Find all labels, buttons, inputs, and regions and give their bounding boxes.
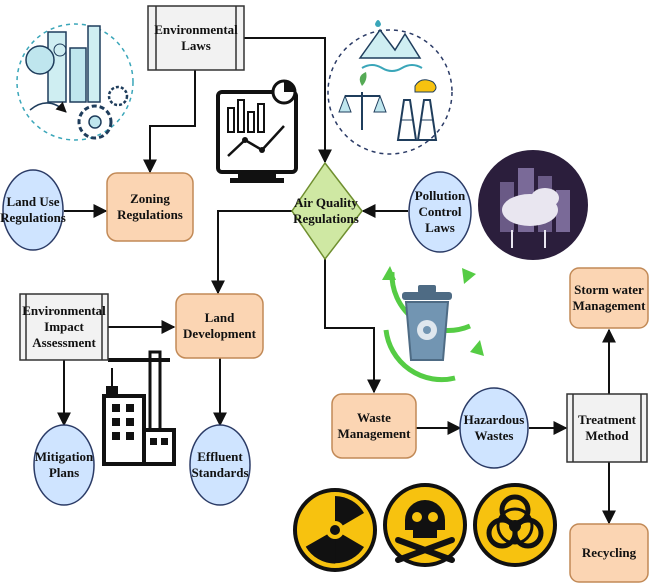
hazardous-wastes-label: Hazardous Wastes — [463, 412, 525, 443]
waste-management-label: Waste Management — [337, 410, 411, 441]
analytics-monitor-icon — [216, 79, 298, 183]
zoning-regulations-shape — [106, 172, 194, 242]
effluent-standards-label: Effluent Standards — [191, 449, 249, 480]
effluent-standards-shape — [189, 424, 251, 506]
air-quality-regulations-label: Air Quality Regulations — [293, 195, 359, 226]
storm-water-management-shape — [569, 267, 649, 329]
environmental-impact-assessment-label: Environmental Impact Assessment — [22, 303, 106, 350]
recycling-shape — [569, 523, 649, 583]
mitigation-plans-shape — [33, 424, 95, 506]
construction-crane-icon — [102, 350, 176, 466]
skull-crossbones-icon — [383, 483, 467, 567]
pollution-control-laws-shape — [408, 171, 472, 253]
pollution-control-laws-label: Pollution Control Laws — [414, 188, 466, 235]
recycling-label: Recycling — [581, 545, 637, 560]
storm-water-management-label: Storm water Management — [572, 282, 646, 313]
land-use-regulations-shape — [2, 169, 64, 251]
city-pollution-icon — [478, 150, 588, 260]
land-development-label: Land Development — [183, 310, 256, 341]
treatment-method-shape — [566, 393, 648, 463]
climate-balance-icon — [327, 20, 453, 155]
connectors — [57, 37, 616, 525]
eco-city-icon — [16, 23, 134, 141]
environmental-laws-shape — [147, 5, 245, 71]
land-development-shape — [175, 293, 264, 359]
biohazard-icon — [473, 483, 557, 567]
land-use-regulations-label: Land Use Regulations — [0, 194, 66, 225]
waste-management-shape — [331, 393, 417, 459]
mitigation-plans-label: Mitigation Plans — [34, 449, 94, 480]
radiation-icon — [293, 488, 377, 572]
environmental-impact-assessment-shape — [19, 293, 109, 361]
hazardous-wastes-shape — [459, 387, 529, 469]
treatment-method-label: Treatment Method — [578, 412, 636, 443]
recycle-bin-icon — [382, 266, 484, 383]
environmental-laws-label: Environmental Laws — [154, 22, 238, 53]
zoning-regulations-label: Zoning Regulations — [117, 191, 183, 222]
air-quality-regulations-shape — [291, 161, 363, 261]
